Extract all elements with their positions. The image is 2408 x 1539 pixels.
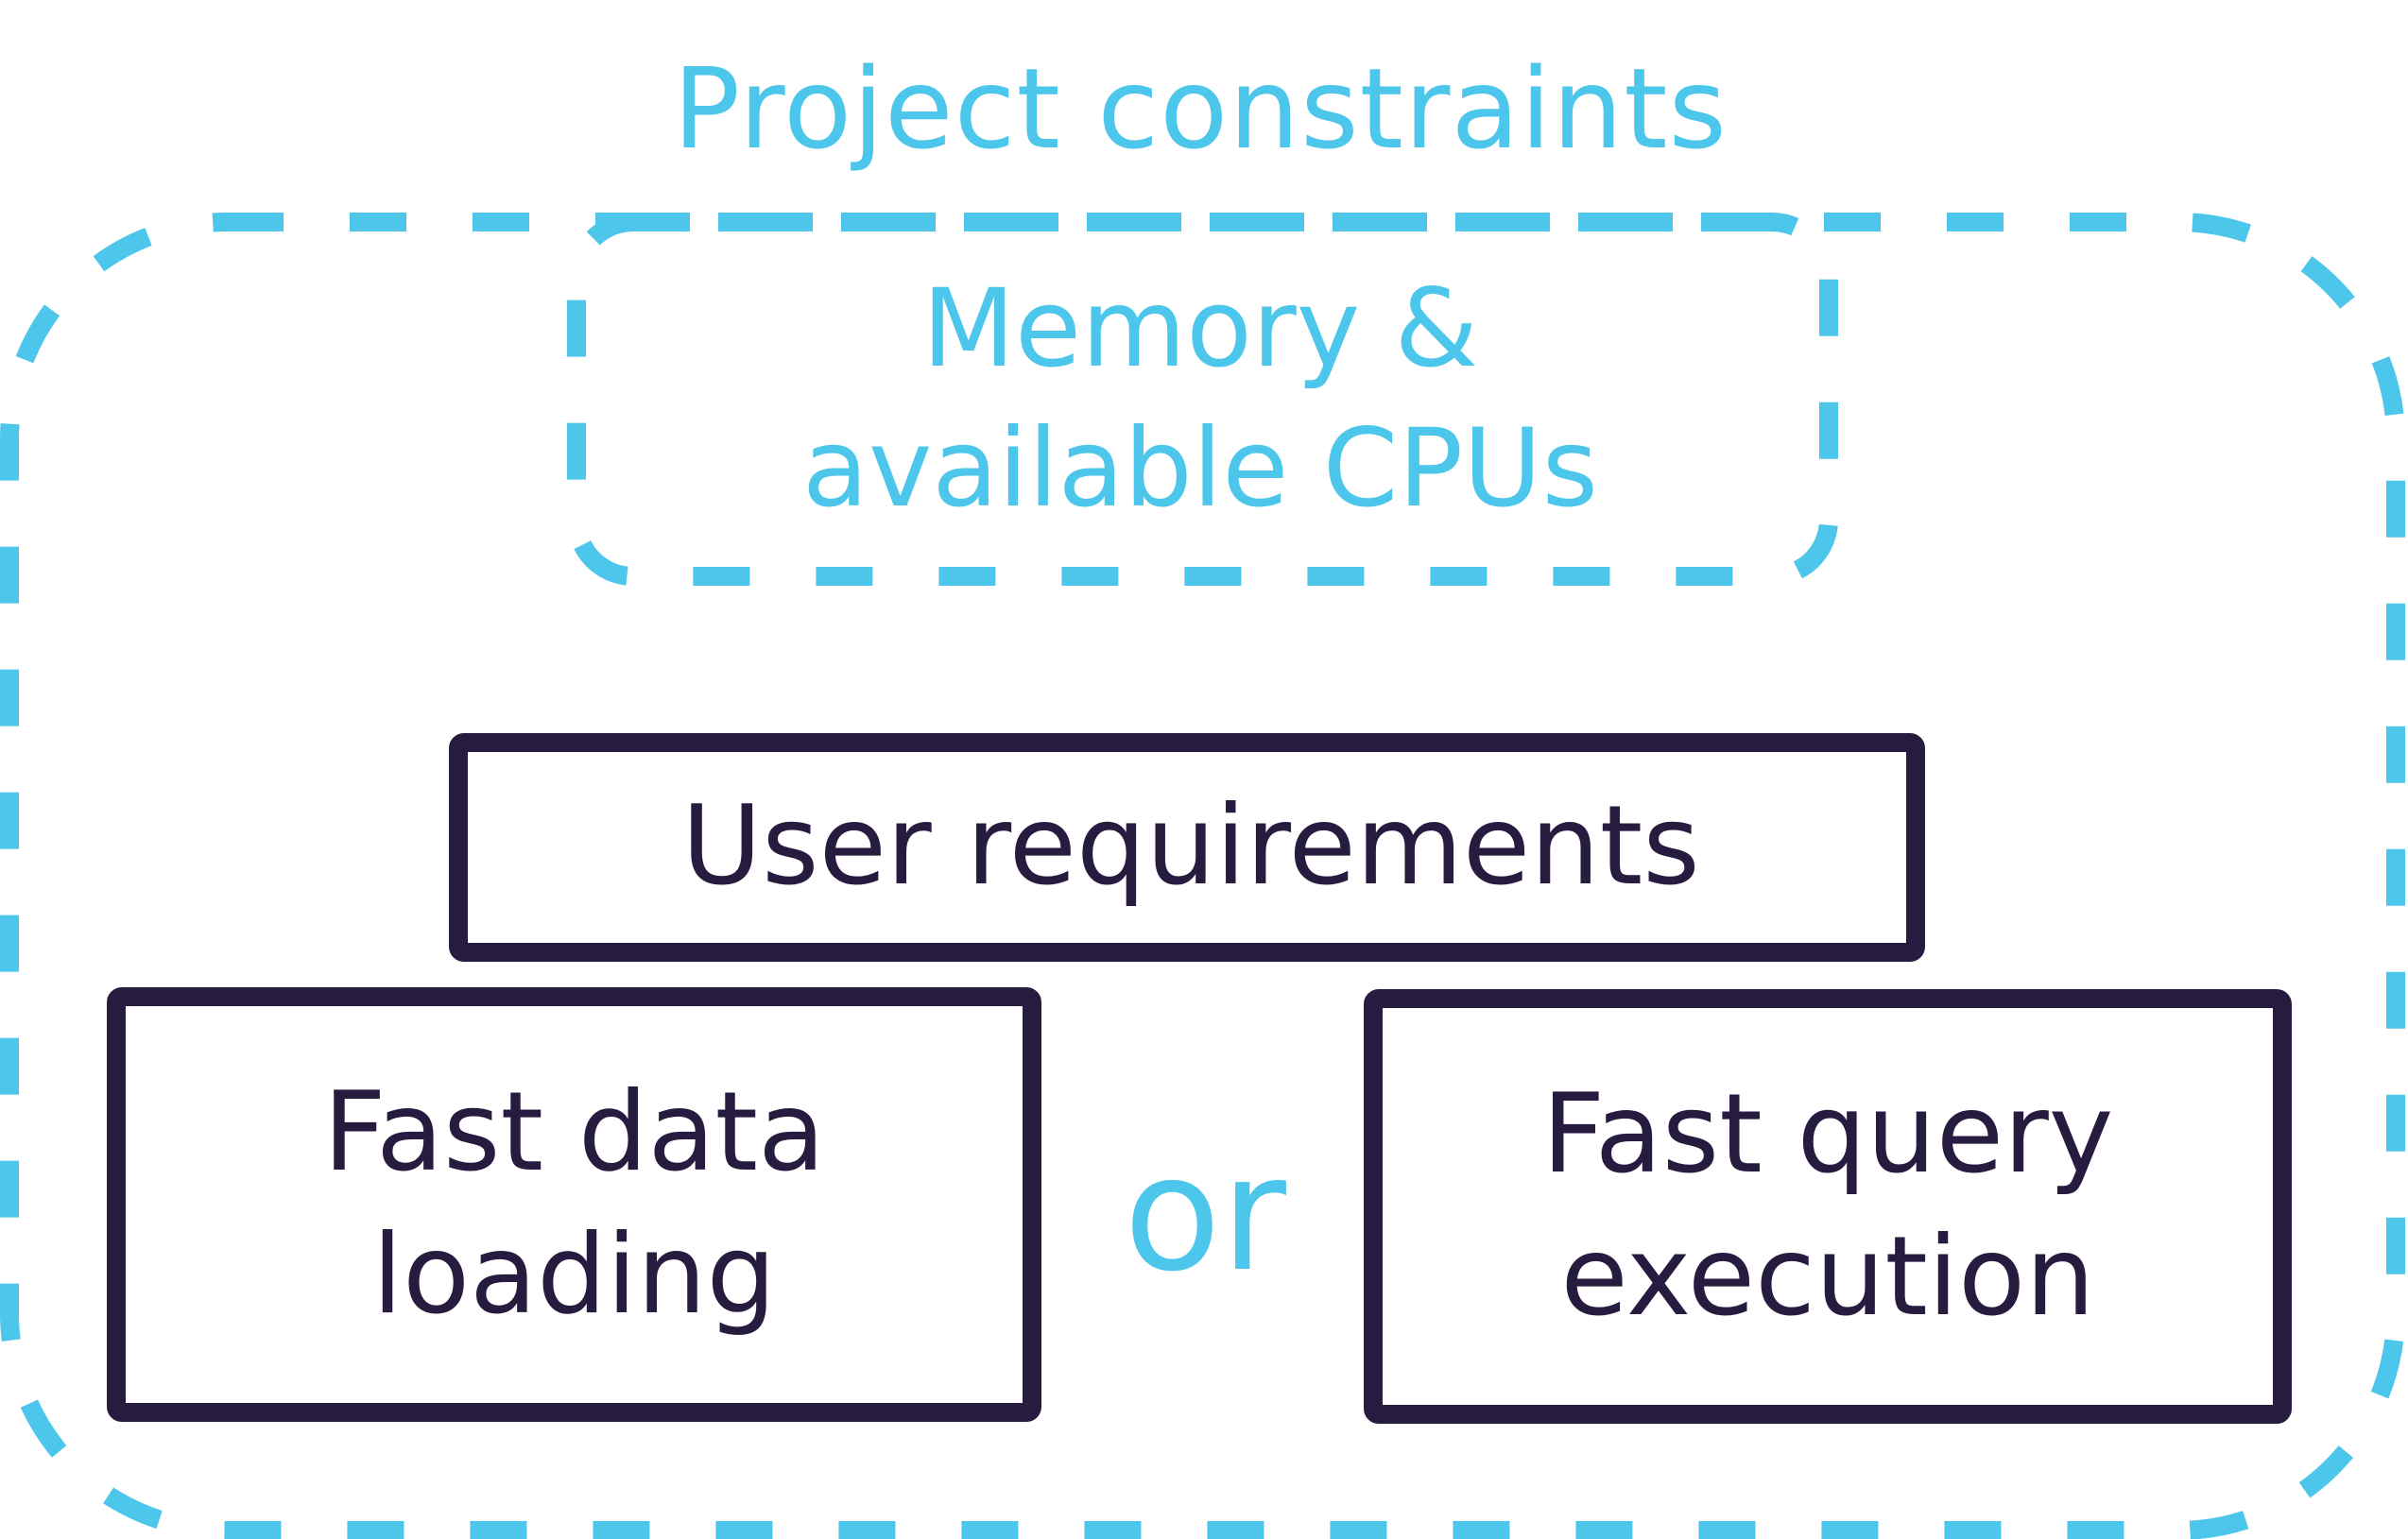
- user-requirements-label: User requirements: [463, 748, 1918, 945]
- user-requirements-text: User requirements: [681, 781, 1700, 910]
- memory-cpu-boundary: [567, 213, 1838, 586]
- fast-query-execution-line2: execution: [1560, 1213, 2095, 1341]
- or-connector: or: [1063, 1105, 1347, 1323]
- fast-query-execution-line1: Fast query: [1541, 1070, 2114, 1199]
- fast-data-loading-label: Fast data loading: [123, 1003, 1025, 1406]
- fast-data-loading-line1: Fast data: [322, 1069, 826, 1197]
- fast-query-execution-label: Fast query execution: [1380, 1005, 2276, 1408]
- fast-query-execution-box: [1364, 989, 2292, 1424]
- project-constraints-title: Project constraints: [529, 38, 1871, 180]
- memory-cpu-line1: Memory &: [921, 265, 1479, 391]
- fast-data-loading-box: [107, 987, 1041, 1422]
- user-requirements-box: [449, 733, 1925, 962]
- fast-data-loading-line2: loading: [371, 1211, 777, 1339]
- or-connector-text: or: [1124, 1121, 1286, 1307]
- memory-cpu-line2: available CPUs: [802, 405, 1598, 531]
- project-constraints-boundary: [0, 213, 2405, 1539]
- project-constraints-title-text: Project constraints: [673, 43, 1728, 174]
- memory-cpu-label: Memory & available CPUs: [586, 248, 1815, 550]
